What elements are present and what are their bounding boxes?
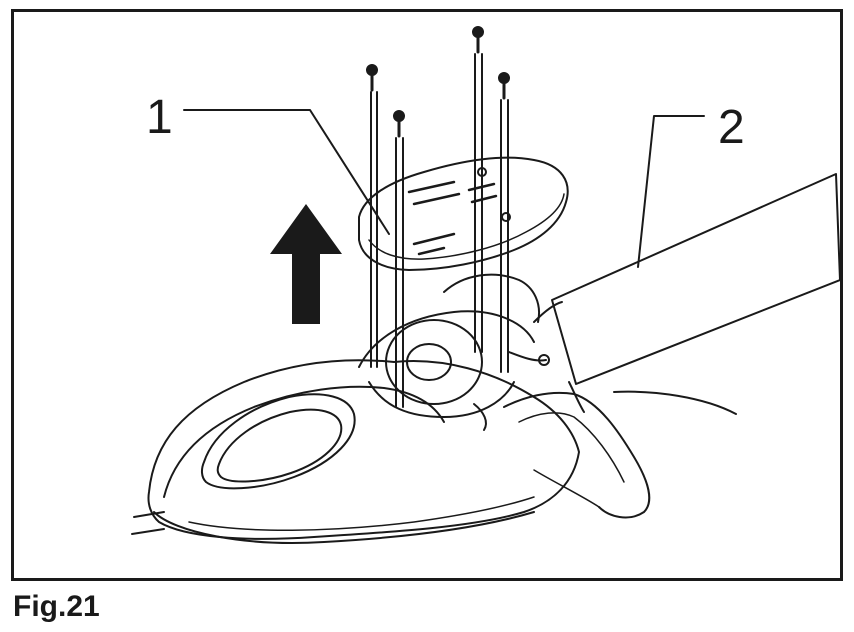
figure-frame: 1 2	[11, 9, 843, 581]
leader-2	[637, 115, 705, 268]
callout-2: 2	[718, 101, 745, 154]
screw-3	[472, 26, 484, 353]
gear-housing	[358, 273, 550, 431]
blade-holder	[503, 390, 737, 519]
leader-1	[183, 109, 390, 235]
blade-cover	[533, 173, 840, 413]
hedge-trimmer-illustration	[131, 26, 840, 544]
screw-1	[366, 64, 378, 368]
trimmer-body	[131, 359, 580, 544]
up-arrow-icon	[270, 204, 342, 324]
figure-caption: Fig.21	[13, 590, 100, 623]
callout-1: 1	[146, 91, 173, 144]
screw-4	[498, 72, 510, 373]
handle-grip	[200, 393, 356, 490]
cover-plate	[358, 156, 569, 271]
screws	[366, 26, 510, 408]
callout-leaders	[183, 109, 705, 268]
screw-2	[393, 110, 405, 408]
